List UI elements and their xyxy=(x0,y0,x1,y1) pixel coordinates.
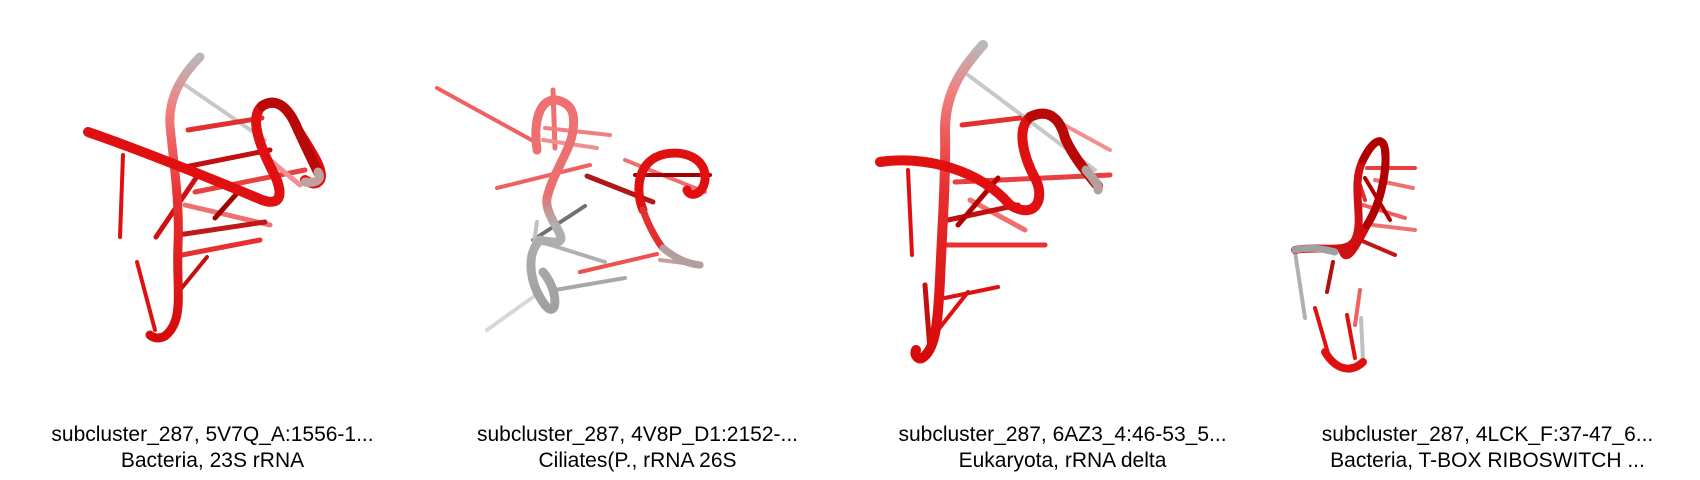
structure-panel-1[interactable]: subcluster_287, 5V7Q_A:1556-1... Bacteri… xyxy=(0,0,425,480)
rna-structure-render-1 xyxy=(83,52,326,343)
structure-subtitle: Bacteria, T-BOX RIBOSWITCH ... xyxy=(1330,449,1645,472)
structure-subtitle: Eukaryota, rRNA delta xyxy=(958,449,1167,472)
structure-panel-2[interactable]: subcluster_287, 4V8P_D1:2152-... Ciliate… xyxy=(425,0,850,480)
structure-title: subcluster_287, 6AZ3_4:46-53_5... xyxy=(898,423,1227,446)
structure-subtitle: Ciliates(P., rRNA 26S xyxy=(538,449,737,472)
rna-structure-render-3 xyxy=(875,40,1113,364)
structure-title: subcluster_287, 4V8P_D1:2152-... xyxy=(476,423,799,446)
structure-title: subcluster_287, 4LCK_F:37-47_6... xyxy=(1321,423,1654,446)
rna-structure-render-4 xyxy=(1291,137,1417,373)
structure-panel-3[interactable]: subcluster_287, 6AZ3_4:46-53_5... Eukary… xyxy=(850,0,1275,480)
structure-title: subcluster_287, 5V7Q_A:1556-1... xyxy=(51,423,374,446)
rna-structure-render-2 xyxy=(435,86,712,332)
structure-panel-4[interactable]: subcluster_287, 4LCK_F:37-47_6... Bacter… xyxy=(1275,0,1700,480)
structure-subtitle: Bacteria, 23S rRNA xyxy=(120,449,305,472)
